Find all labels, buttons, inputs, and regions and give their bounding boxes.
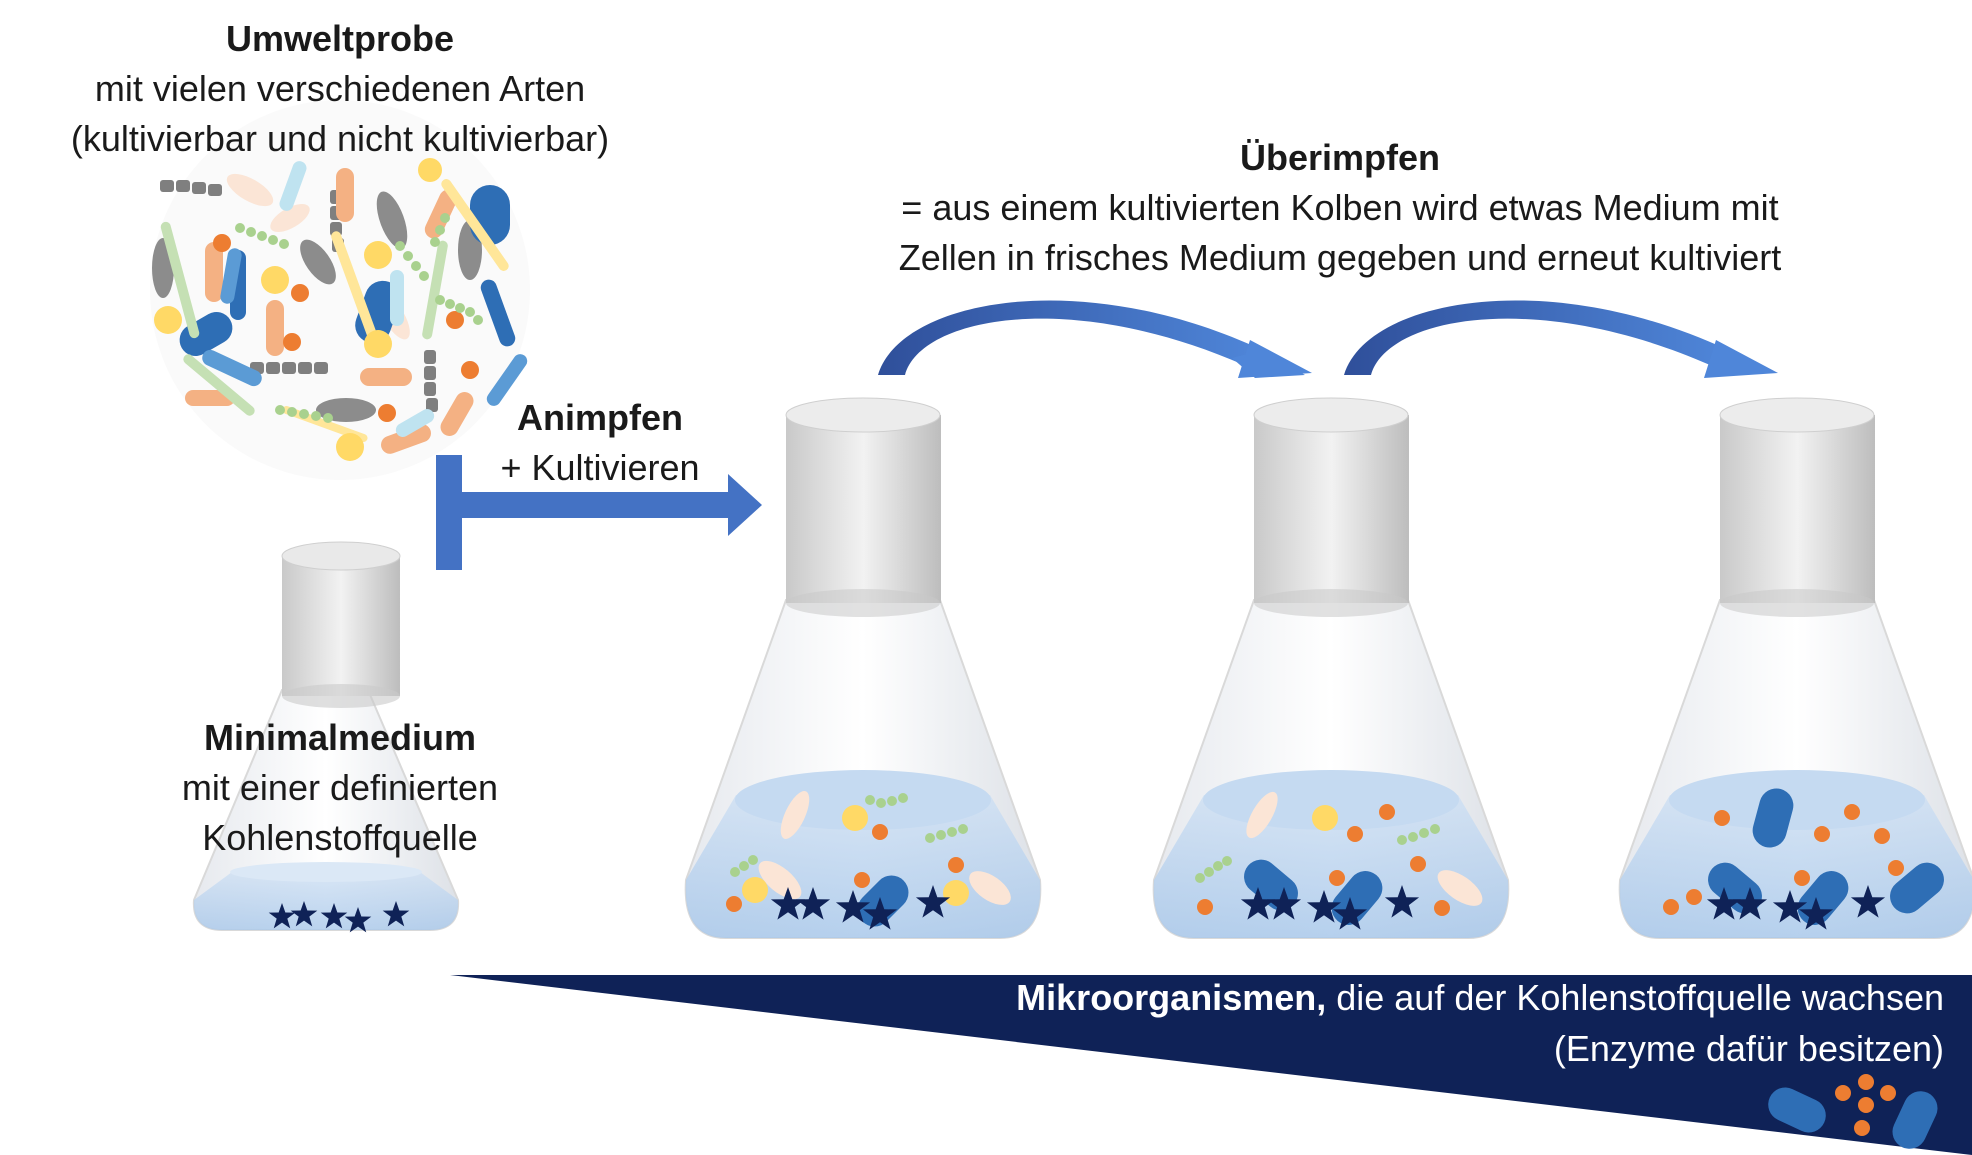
inoculation-line1: + Kultivieren xyxy=(500,447,700,488)
transfer-line2: Zellen in frisches Medium gegeben und er… xyxy=(898,237,1782,278)
sample-line1: mit vielen verschiedenen Arten xyxy=(94,68,586,109)
flask-icon xyxy=(1618,397,1972,939)
arrow-icon xyxy=(436,455,762,570)
coccus-icon xyxy=(1663,804,1904,915)
medium-line1: mit einer definierten xyxy=(181,767,499,808)
coccus-icon xyxy=(1197,804,1450,916)
sample-line2: (kultivierbar und nicht kultivierbar) xyxy=(70,118,610,159)
medium-label: Minimalmedium mit einer definierten Kohl… xyxy=(140,713,540,863)
microorganisms-line2: (Enzyme dafür besitzen) xyxy=(1553,1028,1944,1069)
inoculation-label: Animpfen + Kultivieren xyxy=(470,393,730,493)
microorganisms-line1: Mikroorganismen, die auf der Kohlenstoff… xyxy=(944,972,1944,1023)
transfer-line1: = aus einem kultivierten Kolben wird etw… xyxy=(901,187,1779,228)
coccus-icon xyxy=(1768,1074,1938,1149)
sample-label: Umweltprobe mit vielen verschiedenen Art… xyxy=(0,14,680,164)
medium-line2: Kohlenstoffquelle xyxy=(202,817,478,858)
coccus-icon xyxy=(726,805,969,912)
sample-cluster-icon xyxy=(150,100,530,480)
microorganism-gradient-banner xyxy=(450,975,1972,1155)
flask-icon xyxy=(684,397,1042,939)
arrow-icon xyxy=(878,300,1312,378)
flask-icon xyxy=(1152,397,1510,939)
flask-icon xyxy=(192,541,460,933)
medium-title: Minimalmedium xyxy=(203,717,477,758)
microorganisms-rest: die auf der Kohlenstoffquelle wachsen xyxy=(1326,977,1944,1018)
arrow-icon xyxy=(1344,300,1778,378)
transfer-title: Überimpfen xyxy=(1239,137,1441,178)
transfer-label: Überimpfen = aus einem kultivierten Kolb… xyxy=(840,133,1840,283)
sample-title: Umweltprobe xyxy=(225,18,455,59)
microorganisms-bold: Mikroorganismen, xyxy=(1016,977,1327,1018)
microorganisms-label: Mikroorganismen, die auf der Kohlenstoff… xyxy=(944,972,1944,1074)
inoculation-title: Animpfen xyxy=(517,397,683,438)
